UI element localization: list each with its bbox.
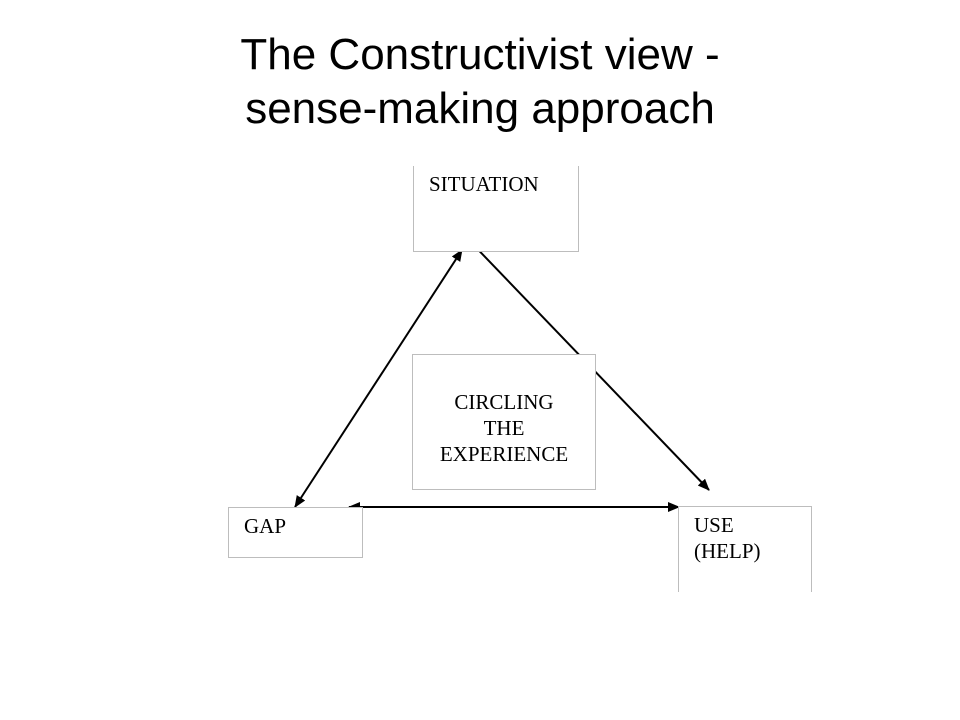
center-box: CIRCLING THE EXPERIENCE: [412, 354, 596, 490]
gap-label: GAP: [244, 514, 287, 538]
title-line-1: The Constructivist view -: [240, 30, 720, 79]
slide-title: The Constructivist view - sense-making a…: [0, 28, 960, 136]
arrow-gap-situation: [294, 249, 463, 508]
title-line-2: sense-making approach: [245, 84, 715, 133]
use-label: USE (HELP): [679, 507, 811, 564]
situation-label: SITUATION: [429, 172, 539, 196]
center-label-line-1: CIRCLING: [454, 390, 554, 414]
use-label-line-2: (HELP): [694, 539, 761, 563]
gap-box: GAP: [228, 507, 363, 558]
use-box: USE (HELP): [678, 506, 812, 592]
center-label-line-2: THE: [483, 416, 525, 440]
center-label-line-3: EXPERIENCE: [439, 442, 569, 466]
use-label-line-1: USE: [694, 513, 734, 537]
situation-box: SITUATION: [413, 166, 579, 252]
